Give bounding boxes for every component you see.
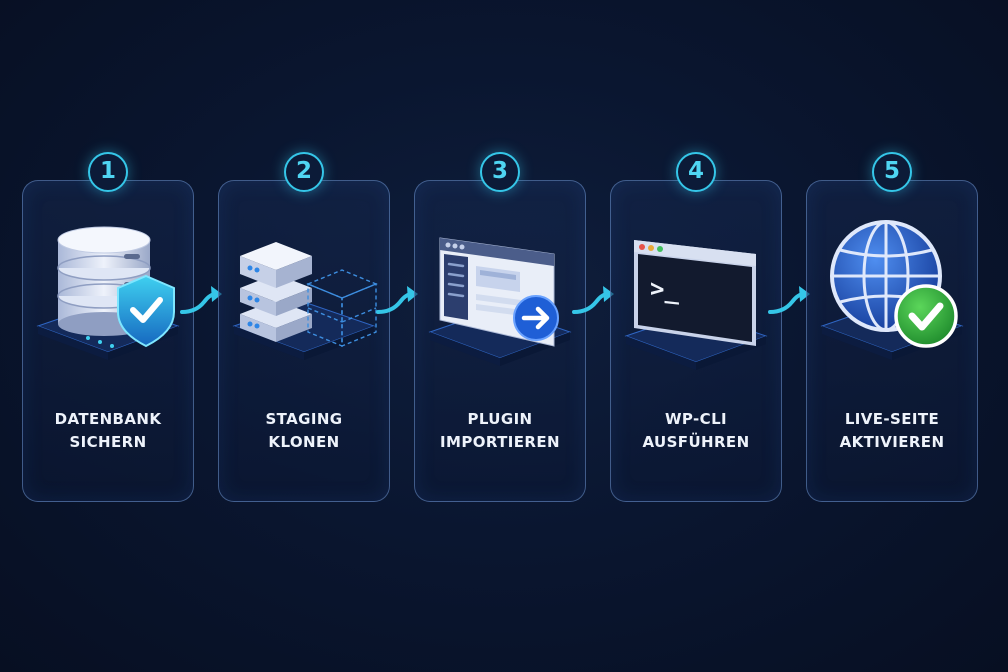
step-1: 1 (22, 152, 194, 502)
terminal-icon: >_ (624, 240, 768, 370)
browser-import-icon (428, 237, 572, 366)
server-clone-icon (232, 242, 378, 360)
arrow-right-icon (768, 286, 810, 314)
step-label: PLUGIN IMPORTIEREN (440, 410, 560, 451)
step-3: 3 PLUGIN (414, 152, 586, 502)
arrow-right-icon (376, 286, 418, 314)
step-label: DATENBANK SICHERN (54, 410, 162, 451)
svg-text:>_: >_ (650, 274, 679, 305)
step-number-badge: 1 (88, 152, 128, 192)
step-number-badge: 3 (480, 152, 520, 192)
step-label: LIVE-SEITE AKTIVIEREN (839, 410, 945, 451)
arrow-right-icon (180, 286, 222, 314)
database-shield-icon (36, 226, 180, 360)
step-2: 2 (218, 152, 390, 502)
arrow-right-icon (572, 286, 614, 314)
step-number-badge: 2 (284, 152, 324, 192)
globe-check-icon (820, 220, 964, 360)
step-label: WP-CLI AUSFÜHREN (642, 410, 750, 451)
step-number-badge: 5 (872, 152, 912, 192)
step-number-badge: 4 (676, 152, 716, 192)
step-label: STAGING KLONEN (265, 410, 343, 451)
step-4: 4 >_ WP-CLI AUSFÜHREN (610, 152, 782, 502)
step-5: 5 (806, 152, 978, 502)
